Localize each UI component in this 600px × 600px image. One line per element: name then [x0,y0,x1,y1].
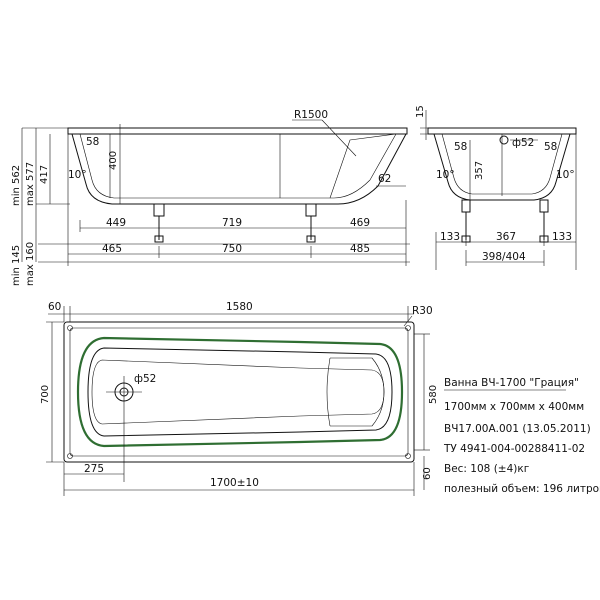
end-leg-span: 398/404 [482,251,526,263]
end-wall-left: 58 [454,141,467,153]
end-angle-left: 10° [436,169,455,181]
side-bottom-row2-a: 465 [102,243,122,255]
end-rim [427,127,577,135]
side-depth-dim: 400 [108,151,119,170]
side-rim [67,127,408,135]
side-backrest [329,133,397,199]
end-legs-middle: 367 [496,231,516,243]
side-height-417: 417 [39,165,50,184]
side-bottom-row2-b: 750 [222,243,242,255]
info-size: 1700мм x 700мм x 400мм [444,401,584,413]
side-bottom-row1-a: 449 [106,217,126,229]
top-width-outer: 700 [40,385,51,404]
end-drain-label: ф52 [512,137,534,149]
side-radius-label: R1500 [294,109,328,121]
side-view [21,119,410,266]
top-outer-rim [63,321,415,463]
side-wall-dim: 58 [86,136,99,148]
side-angle-right: 62 [378,173,391,185]
end-angle-right: 10° [556,169,575,181]
end-legs-left: 133 [440,231,460,243]
top-length-outer: 1700±10 [210,477,259,489]
top-view [46,306,430,496]
end-wall-right: 58 [544,141,557,153]
side-bottom-row2-c: 485 [350,243,370,255]
top-rim-bottom: 60 [422,467,433,480]
side-height-min: min 562 [11,165,22,206]
info-volume: полезный объем: 196 литров [444,483,600,495]
side-tub-body [71,133,407,205]
end-depth: 357 [474,161,485,180]
info-code: ВЧ17.00А.001 (13.05.2011) [444,423,591,435]
end-rim-dim: 15 [415,105,426,118]
side-bottom-row1-b: 719 [222,217,242,229]
end-legs-right: 133 [552,231,572,243]
top-rim-left: 60 [48,301,61,313]
top-length-inner: 1580 [226,301,253,313]
end-view [420,110,577,270]
side-bottom-row1-c: 469 [350,217,370,229]
info-standard: ТУ 4941-004-00288411-02 [443,443,585,455]
end-tub-body [433,133,571,201]
info-product: Ванна ВЧ-1700 "Грация" [444,377,579,389]
side-tub-inner [79,133,397,199]
top-drain-offset: 275 [84,463,104,475]
top-width-inner: 580 [428,385,439,404]
top-corner-radius: R30 [412,305,433,317]
side-legs-max: max 160 [25,242,36,286]
top-drain-label: ф52 [134,373,156,385]
info-weight: Вес: 108 (±4)кг [444,463,529,475]
side-angle-left: 10° [68,169,87,181]
side-legs-min: min 145 [11,245,22,286]
side-height-max: max 577 [25,162,36,206]
top-basin-outline [76,336,404,448]
